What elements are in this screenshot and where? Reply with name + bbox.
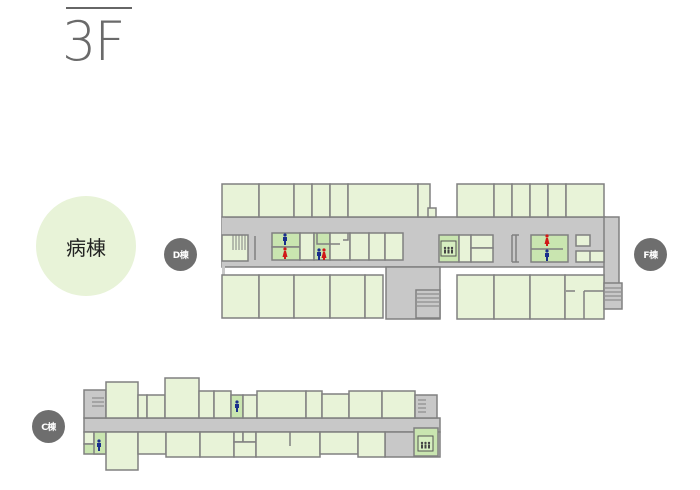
elevator-icon-lower <box>417 435 434 452</box>
lower-wing-plan <box>83 377 441 471</box>
section-label-ward: 病棟 <box>36 196 136 296</box>
section-label-text: 病棟 <box>66 235 106 260</box>
building-c-badge[interactable]: C棟 <box>32 410 65 443</box>
building-d-label: D棟 <box>172 251 189 261</box>
elevator-icon <box>440 240 457 257</box>
building-d-badge[interactable]: D棟 <box>164 238 197 271</box>
building-f-label: F棟 <box>643 251 658 261</box>
upper-wing-plan <box>221 183 623 320</box>
building-c-label: C棟 <box>41 423 56 433</box>
floor-title: 3F <box>62 10 125 73</box>
floor-title-rule <box>66 7 132 9</box>
building-f-badge[interactable]: F棟 <box>634 238 667 271</box>
